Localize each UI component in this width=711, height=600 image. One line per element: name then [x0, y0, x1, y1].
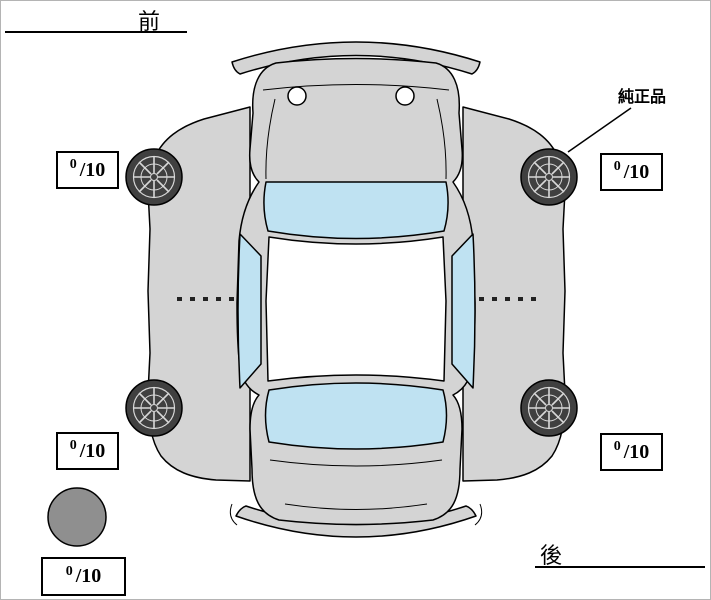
tread-box-rear-left: 0/10: [56, 432, 119, 470]
rear-window: [264, 382, 448, 450]
wheel-front-left: [125, 148, 183, 206]
tread-box-spare: 0/10: [41, 557, 126, 596]
rear-deck-line: [269, 459, 443, 467]
tread-denominator: /10: [79, 158, 106, 181]
right-side-window: [451, 233, 476, 389]
tread-numerator: 0: [613, 439, 621, 454]
tread-box-rear-right: 0/10: [600, 433, 663, 471]
tread-denominator: /10: [75, 565, 102, 587]
rear-label: 後: [540, 544, 563, 569]
tread-box-front-left: 0/10: [56, 151, 119, 189]
tread-denominator: /10: [623, 440, 650, 463]
wheel-rear-right: [520, 379, 578, 437]
hood-line-left: [265, 98, 276, 180]
spare-tire: [47, 487, 107, 547]
front-label: 前: [138, 10, 161, 35]
roof-panel: [265, 236, 447, 382]
rear-bumper-corner-left: [229, 503, 238, 526]
left-side-window: [237, 233, 262, 389]
wheel-rear-left: [125, 379, 183, 437]
wheel-front-right: [520, 148, 578, 206]
tread-numerator: 0: [69, 438, 77, 453]
tread-box-front-right: 0/10: [600, 153, 663, 191]
tread-numerator: 0: [65, 563, 73, 579]
genuine-part-label: 純正品: [618, 87, 667, 106]
cowl-line: [262, 84, 450, 91]
rear-bumper-corner-right: [474, 503, 483, 526]
genuine-part-pointer-line: [567, 107, 632, 153]
tread-numerator: 0: [613, 159, 621, 174]
windshield: [263, 181, 449, 240]
hood-line-right: [436, 98, 447, 180]
hood-circle-right: [395, 86, 415, 106]
front-bumper: [231, 41, 481, 75]
hood-circle-left: [287, 86, 307, 106]
tread-denominator: /10: [79, 439, 106, 462]
tread-numerator: 0: [69, 157, 77, 172]
rear-bumper: [235, 505, 477, 538]
trunk-line: [284, 503, 428, 510]
tread-denominator: /10: [623, 160, 650, 183]
